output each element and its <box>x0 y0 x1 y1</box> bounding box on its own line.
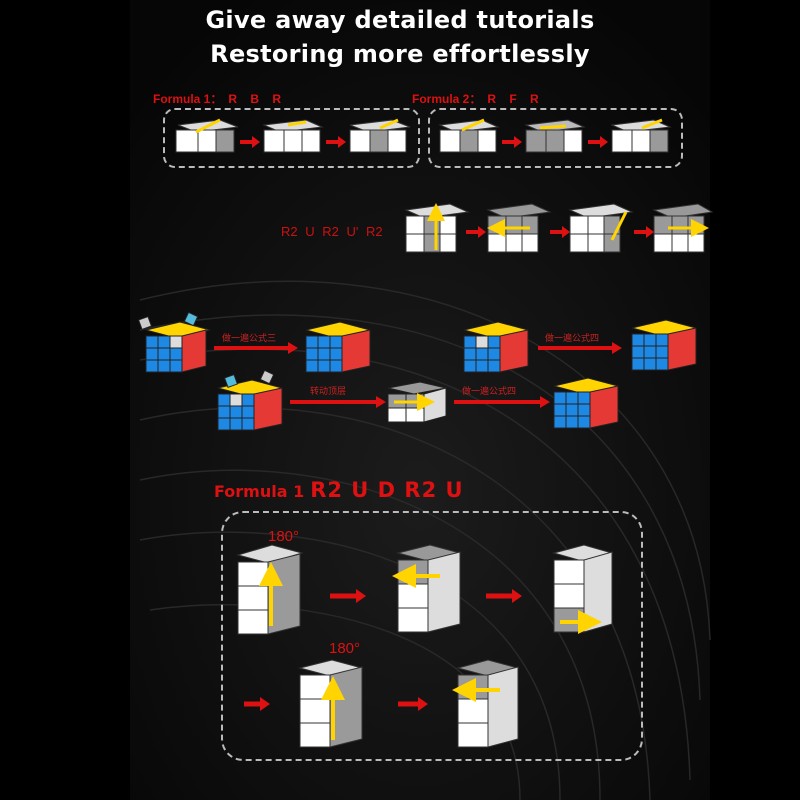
tall-cube-5 <box>452 659 520 748</box>
arrow-red-head <box>514 136 522 148</box>
formula-bottom-frame <box>221 511 643 761</box>
tall-cube-2 <box>392 544 462 633</box>
arrow-red-head <box>356 589 366 603</box>
arrow-red-head <box>612 342 622 354</box>
arrow-red-head <box>376 396 386 408</box>
sequence-moves: R2 U R2 U' R2 <box>281 224 383 239</box>
formula-2-moves: R F R <box>487 92 544 106</box>
formula-1-frame <box>163 108 420 168</box>
arrow-red-head <box>646 226 654 238</box>
angle-label-2: 180° <box>329 640 361 657</box>
arrow-red-head <box>418 697 428 711</box>
gray-cube-turn <box>387 381 447 423</box>
arrow-red-head <box>478 226 486 238</box>
formula-2-label: Formula 2： R F R <box>412 90 544 107</box>
arrow-red-head <box>338 136 346 148</box>
color-cube-5 <box>217 369 283 431</box>
arrow-red-head <box>600 136 608 148</box>
cube-f2-c <box>610 118 672 153</box>
color-cube-2 <box>305 321 371 373</box>
color-cube-6 <box>553 377 619 429</box>
tall-cube-1 <box>236 544 304 635</box>
cube-f1-c <box>349 118 411 153</box>
header-title-line-1: Give away detailed tutorials <box>205 6 595 34</box>
color-cube-1 <box>137 311 211 373</box>
angle-label-1: 180° <box>268 528 300 545</box>
step-d-label: 做一遍公式四 <box>462 387 517 397</box>
step-a-label: 做一遍公式三 <box>222 334 277 344</box>
tall-cube-4 <box>298 659 364 748</box>
formula-2-label-text: Formula 2： <box>412 92 482 106</box>
arrow-red-head <box>288 342 298 354</box>
formula-bottom-moves: R2 U D R2 U <box>310 478 464 502</box>
color-cube-3 <box>463 321 529 373</box>
step-c-label: 转动顶层 <box>310 387 347 397</box>
cube-seq-3 <box>568 203 634 253</box>
cube-f2-b <box>524 119 586 153</box>
formula-bottom-label: Formula 1 R2 U D R2 U <box>214 478 464 502</box>
header-title-line-2: Restoring more effortlessly <box>210 40 590 68</box>
formula-1-moves: R B R <box>228 92 287 106</box>
arrow-red-head <box>252 136 260 148</box>
cube-f2-a <box>438 118 500 153</box>
color-cube-4 <box>631 319 697 371</box>
arrow-red-head <box>260 697 270 711</box>
formula-1-label-text: Formula 1： <box>153 92 223 106</box>
cube-seq-1 <box>404 203 470 253</box>
arrow-red-head <box>512 589 522 603</box>
cube-f1-b <box>262 119 324 153</box>
formula-bottom-label-text: Formula 1 <box>214 482 305 501</box>
cube-f1-a <box>175 118 239 153</box>
formula-2-frame <box>428 108 683 168</box>
step-b-label: 做一遍公式四 <box>545 334 600 344</box>
arrow-red-head <box>540 396 550 408</box>
formula-1-label: Formula 1： R B R <box>153 90 286 107</box>
tall-cube-3 <box>552 544 614 634</box>
cube-seq-4 <box>652 203 714 253</box>
arrow-red-head <box>562 226 570 238</box>
cube-seq-2 <box>486 203 552 253</box>
